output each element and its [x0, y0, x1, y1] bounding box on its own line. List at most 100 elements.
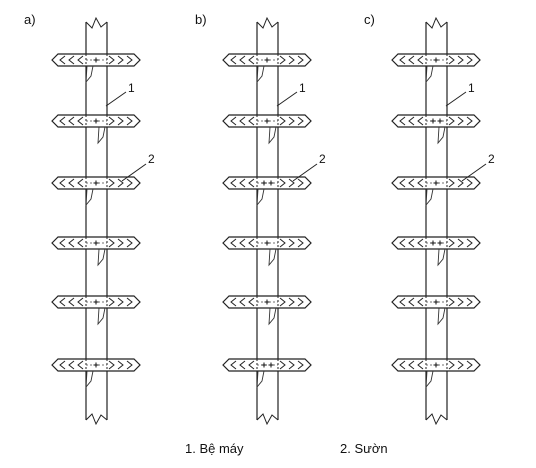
weld-chevron-left [59, 360, 66, 370]
gusset-shadow [256, 65, 265, 84]
weld-chevron-right [288, 116, 295, 126]
rib [391, 358, 481, 389]
weld-chevron-right [448, 360, 455, 370]
weld-chevron-right [297, 55, 304, 65]
weld-chevron-left [408, 297, 415, 307]
rib [222, 358, 312, 389]
weld-chevron-left [68, 297, 75, 307]
weld-chevron-left [417, 178, 424, 188]
weld-chevron-right [108, 178, 115, 188]
weld-chevron-left [239, 116, 246, 126]
weld-chevron-left [248, 238, 255, 248]
panel-label: b) [195, 12, 207, 27]
weld-chevron-left [417, 238, 424, 248]
rib [51, 176, 141, 207]
column-break-top [85, 16, 108, 29]
weld-chevron-left [248, 116, 255, 126]
panel-2: b)12 [195, 12, 326, 426]
weld-chevron-right [108, 116, 115, 126]
gusset-shadow [268, 126, 277, 145]
weld-point-plus [93, 118, 99, 124]
weld-chevron-right [279, 178, 286, 188]
callout-number-1: 1 [468, 81, 475, 95]
column-break-bottom [425, 413, 448, 426]
gusset-shadow [425, 370, 434, 389]
callout-leader-2 [121, 163, 147, 182]
weld-chevron-right [466, 178, 473, 188]
weld-chevron-left [399, 297, 406, 307]
column-break-bottom [256, 413, 279, 426]
rib [391, 53, 481, 84]
weld-chevron-left [408, 178, 415, 188]
callout-number-1: 1 [128, 81, 135, 95]
callout-number-1: 1 [299, 81, 306, 95]
gusset-shadow [85, 370, 94, 389]
weld-chevron-right [466, 297, 473, 307]
weld-chevron-left [239, 360, 246, 370]
panel-3: c)12 [364, 12, 495, 426]
weld-chevron-right [466, 360, 473, 370]
weld-chevron-right [126, 55, 133, 65]
weld-point-plus [93, 299, 99, 305]
weld-point-plus [93, 180, 99, 186]
weld-chevron-left [230, 116, 237, 126]
weld-chevron-left [68, 360, 75, 370]
weld-chevron-right [288, 178, 295, 188]
gusset-shadow [256, 370, 265, 389]
weld-chevron-right [279, 238, 286, 248]
weld-chevron-left [239, 238, 246, 248]
gusset-shadow [97, 126, 106, 145]
weld-chevron-left [239, 178, 246, 188]
rib [391, 176, 481, 207]
weld-chevron-left [408, 238, 415, 248]
weld-point-plus [430, 240, 436, 246]
weld-chevron-left [408, 55, 415, 65]
weld-point-plus [264, 299, 270, 305]
weld-chevron-left [248, 55, 255, 65]
weld-chevron-right [288, 360, 295, 370]
rib [51, 114, 141, 145]
weld-point-plus [437, 118, 443, 124]
column-break-bottom [85, 413, 108, 426]
weld-point-plus [93, 240, 99, 246]
weld-chevron-right [126, 360, 133, 370]
weld-chevron-left [59, 178, 66, 188]
callout-leader-1 [445, 91, 467, 107]
rib [222, 295, 312, 326]
gusset-shadow [268, 307, 277, 326]
weld-chevron-right [108, 297, 115, 307]
callout-number-2: 2 [148, 152, 155, 166]
column-break-top [256, 16, 279, 29]
weld-chevron-right [466, 55, 473, 65]
weld-chevron-left [248, 178, 255, 188]
weld-point-plus [264, 118, 270, 124]
weld-chevron-right [279, 116, 286, 126]
weld-chevron-left [399, 55, 406, 65]
weld-chevron-left [68, 55, 75, 65]
rib [51, 295, 141, 326]
weld-chevron-right [117, 238, 124, 248]
weld-chevron-right [297, 238, 304, 248]
weld-chevron-left [417, 116, 424, 126]
rib [222, 114, 312, 145]
weld-chevron-right [117, 297, 124, 307]
weld-chevron-right [457, 360, 464, 370]
gusset-shadow [85, 65, 94, 84]
weld-chevron-right [448, 116, 455, 126]
weld-chevron-right [126, 178, 133, 188]
weld-chevron-right [297, 360, 304, 370]
callout-number-2: 2 [488, 152, 495, 166]
legend-item-1: 1. Bệ máy [185, 441, 244, 456]
weld-chevron-right [117, 178, 124, 188]
weld-chevron-left [417, 55, 424, 65]
weld-chevron-left [248, 297, 255, 307]
weld-chevron-left [230, 238, 237, 248]
weld-chevron-left [248, 360, 255, 370]
weld-chevron-right [457, 55, 464, 65]
weld-chevron-left [239, 297, 246, 307]
weld-chevron-left [230, 55, 237, 65]
weld-point-plus [261, 180, 267, 186]
weld-chevron-right [288, 238, 295, 248]
weld-chevron-right [108, 55, 115, 65]
rib [51, 236, 141, 267]
